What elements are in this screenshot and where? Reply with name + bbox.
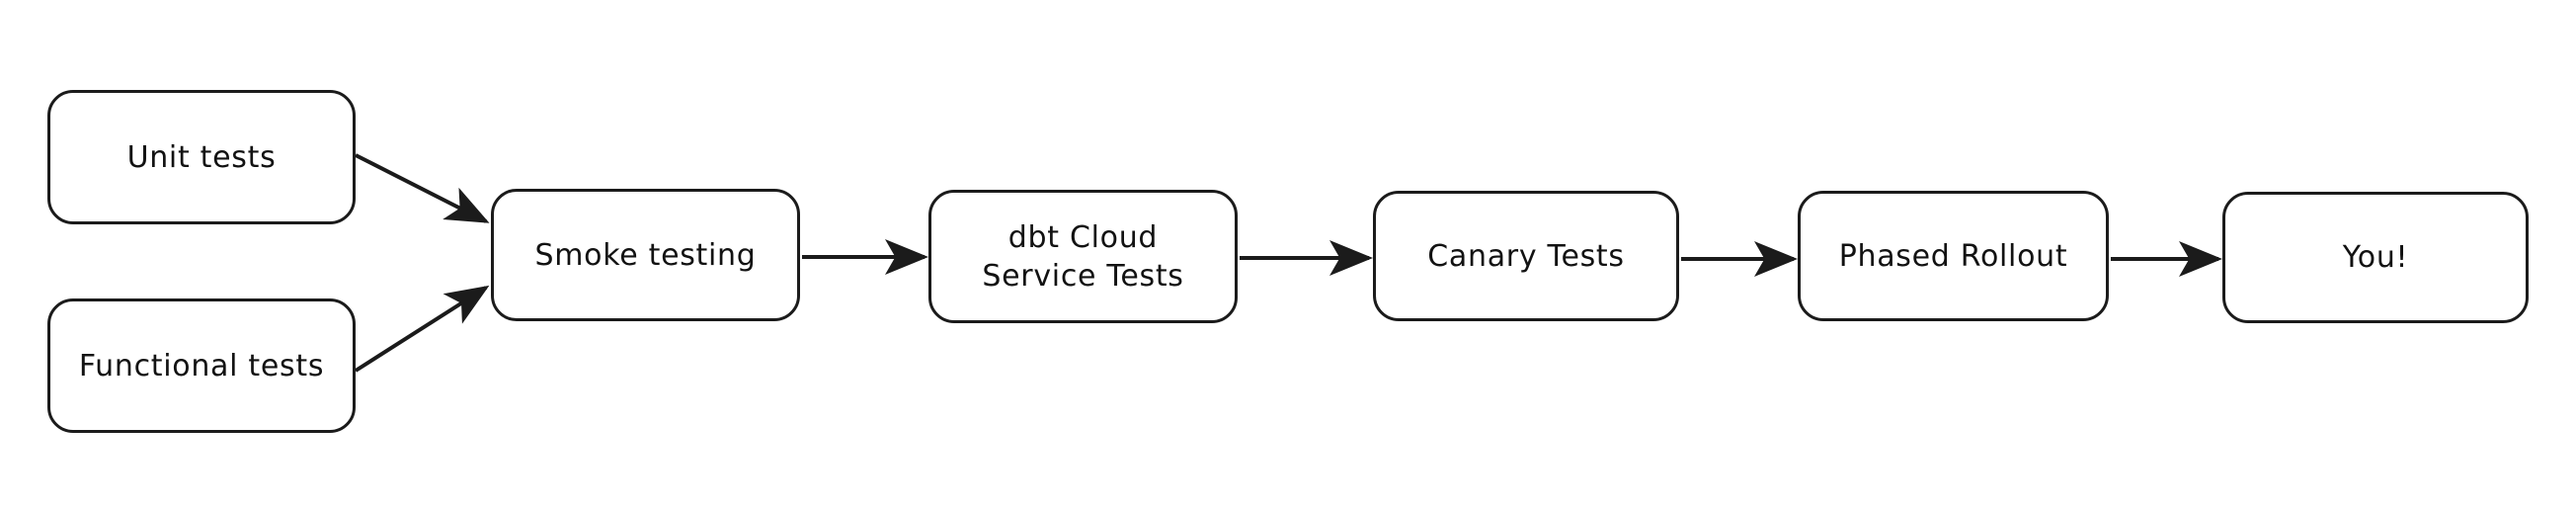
- node-label-you: You!: [2342, 240, 2409, 275]
- node-label-canary-tests: Canary Tests: [1427, 238, 1625, 274]
- node-label-dbt-cloud-service-tests: dbt Cloud Service Tests: [982, 219, 1184, 294]
- node-functional-tests[interactable]: Functional tests: [47, 298, 356, 433]
- edge-unit-to-smoke: [355, 153, 490, 223]
- node-dbt-cloud-service-tests[interactable]: dbt Cloud Service Tests: [928, 190, 1238, 323]
- node-unit-tests[interactable]: Unit tests: [47, 90, 356, 224]
- edge-functional-to-smoke: [354, 285, 490, 373]
- node-phased-rollout[interactable]: Phased Rollout: [1798, 191, 2109, 321]
- node-you[interactable]: You!: [2222, 192, 2529, 323]
- node-label-functional-tests: Functional tests: [78, 348, 325, 383]
- node-label-unit-tests: Unit tests: [126, 139, 277, 175]
- node-label-phased-rollout: Phased Rollout: [1838, 238, 2068, 274]
- node-smoke-testing[interactable]: Smoke testing: [491, 189, 800, 321]
- node-canary-tests[interactable]: Canary Tests: [1373, 191, 1679, 321]
- node-label-smoke-testing: Smoke testing: [534, 237, 757, 273]
